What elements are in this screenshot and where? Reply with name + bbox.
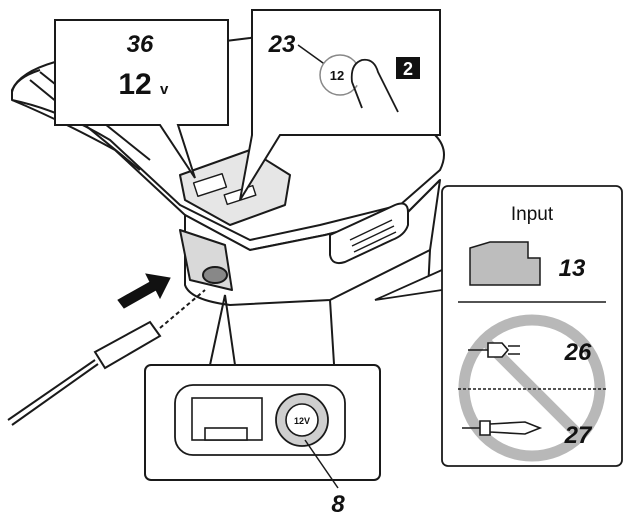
input-title: Input	[511, 204, 554, 225]
socket-label: 12V	[294, 416, 310, 426]
cable-line-2	[11, 363, 99, 426]
callout-display-frame	[54, 19, 229, 179]
input-item-ac-plug: 26	[468, 339, 592, 366]
cable-line	[7, 359, 96, 421]
button-ref-number: 23	[268, 31, 296, 58]
step-badge-number: 2	[403, 59, 413, 79]
battery-ref-number: 13	[559, 255, 586, 282]
callout-display: 36 12 v	[54, 19, 229, 179]
button-label: 12	[330, 68, 344, 83]
callout-socket: 12V 8	[144, 294, 381, 518]
socket-on-body	[202, 266, 228, 284]
car-plug-tip	[159, 289, 206, 329]
insert-direction-arrow	[117, 273, 171, 309]
car-plug-cable	[7, 289, 206, 426]
ac-plug-ref-number: 26	[564, 339, 592, 366]
display-ref-number: 36	[127, 31, 154, 58]
cooler-handle-grip	[349, 219, 397, 253]
battery-pack-icon	[469, 241, 541, 286]
socket-leader	[209, 294, 236, 366]
car-plug-icon	[462, 420, 543, 436]
cooler-handle	[329, 202, 409, 265]
input-panel-pointer	[374, 269, 443, 301]
callout-button: 23 12 2	[239, 9, 441, 201]
socket-ref-number: 8	[331, 491, 345, 518]
voltage-value: 12	[118, 68, 151, 101]
car-plug-body	[93, 320, 162, 370]
car-plug-ref-number: 27	[564, 422, 593, 449]
leader-line-8	[304, 439, 339, 489]
display-window	[192, 173, 228, 197]
finger-icon	[350, 58, 399, 113]
input-item-battery: 13	[469, 241, 586, 286]
input-panel: Input 13 26 27	[374, 185, 623, 467]
dc-socket-inner	[285, 403, 319, 437]
input-item-car-plug: 27	[462, 420, 593, 449]
ac-plug-icon	[468, 342, 520, 358]
usb-slot	[204, 427, 248, 441]
step-badge	[396, 57, 420, 79]
voltage-unit: v	[160, 81, 169, 98]
callout-button-frame	[239, 9, 441, 201]
prohibition-circle	[458, 314, 606, 462]
